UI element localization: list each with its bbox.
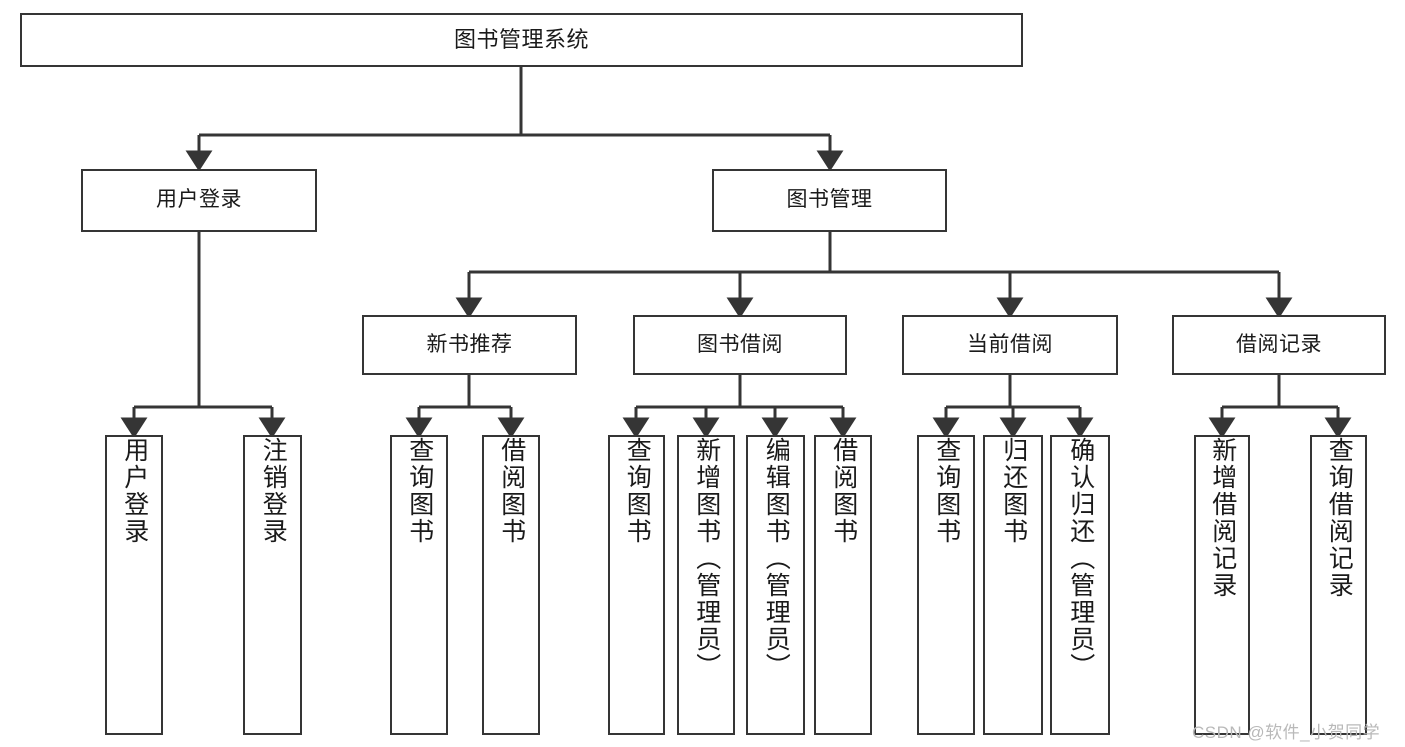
leaf-add-book-admin-label: 新增图书（管理员）	[692, 437, 721, 680]
edge-user-login-to-leaves	[120, 232, 286, 439]
leaf-query-book-current[interactable]: 查询图书	[917, 435, 975, 735]
leaf-user-login-label: 用户登录	[120, 437, 149, 545]
leaf-edit-book-admin[interactable]: 编辑图书（管理员）	[746, 435, 805, 735]
node-borrow-record-label: 借阅记录	[1236, 332, 1322, 356]
leaf-add-borrow-record[interactable]: 新增借阅记录	[1194, 435, 1250, 735]
leaf-return-book-label: 归还图书	[999, 437, 1028, 545]
leaf-borrow-book[interactable]: 借阅图书	[814, 435, 872, 735]
node-current-borrow[interactable]: 当前借阅	[902, 315, 1118, 375]
leaf-query-book-recommend[interactable]: 查询图书	[390, 435, 448, 735]
leaf-logout[interactable]: 注销登录	[243, 435, 302, 735]
edge-root-to-level2	[185, 67, 844, 172]
node-new-book-recommend[interactable]: 新书推荐	[362, 315, 577, 375]
leaf-query-borrow-record-label: 查询借阅记录	[1325, 437, 1354, 599]
node-book-borrow-label: 图书借阅	[697, 332, 783, 356]
node-book-management[interactable]: 图书管理	[712, 169, 947, 232]
leaf-confirm-return-admin-label: 确认归还（管理员）	[1066, 437, 1095, 680]
leaf-borrow-book-recommend[interactable]: 借阅图书	[482, 435, 540, 735]
leaf-edit-book-admin-label: 编辑图书（管理员）	[762, 437, 791, 680]
leaf-query-book-borrow-label: 查询图书	[623, 437, 652, 545]
leaf-query-borrow-record[interactable]: 查询借阅记录	[1310, 435, 1367, 735]
leaf-query-book-recommend-label: 查询图书	[405, 437, 434, 545]
node-book-borrow[interactable]: 图书借阅	[633, 315, 847, 375]
leaf-return-book[interactable]: 归还图书	[983, 435, 1043, 735]
edge-borrow-record-to-leaves	[1208, 375, 1352, 439]
node-user-login-label: 用户登录	[156, 188, 242, 212]
node-current-borrow-label: 当前借阅	[967, 332, 1053, 356]
leaf-user-login[interactable]: 用户登录	[105, 435, 163, 735]
leaf-query-book-borrow[interactable]: 查询图书	[608, 435, 665, 735]
leaf-query-book-current-label: 查询图书	[932, 437, 961, 545]
leaf-add-book-admin[interactable]: 新增图书（管理员）	[677, 435, 735, 735]
node-root-label: 图书管理系统	[453, 27, 589, 53]
node-book-management-label: 图书管理	[786, 188, 873, 212]
watermark: CSDN @软件_小贺同学	[1192, 723, 1381, 742]
edge-book-borrow-to-leaves	[622, 375, 857, 439]
edge-book-manage-to-level3	[455, 232, 1293, 319]
node-new-book-recommend-label: 新书推荐	[426, 332, 513, 356]
edge-new-book-to-leaves	[405, 375, 525, 439]
leaf-add-borrow-record-label: 新增借阅记录	[1208, 437, 1237, 599]
leaf-confirm-return-admin[interactable]: 确认归还（管理员）	[1050, 435, 1110, 735]
leaf-borrow-book-recommend-label: 借阅图书	[497, 437, 526, 545]
node-borrow-record[interactable]: 借阅记录	[1172, 315, 1386, 375]
node-user-login[interactable]: 用户登录	[81, 169, 317, 232]
node-root[interactable]: 图书管理系统	[20, 13, 1023, 67]
leaf-borrow-book-label: 借阅图书	[829, 437, 858, 545]
edge-current-borrow-to-leaves	[932, 375, 1094, 439]
leaf-logout-label: 注销登录	[259, 437, 288, 545]
